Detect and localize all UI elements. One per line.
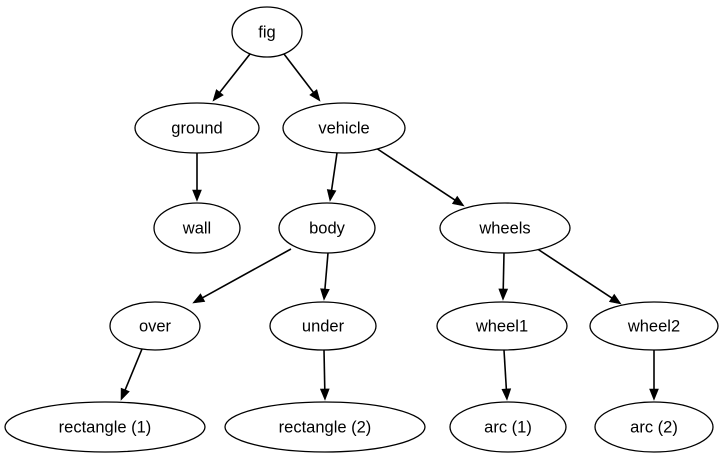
node-ellipse	[589, 301, 719, 351]
graph-edge	[192, 153, 202, 202]
edge-arrowhead	[319, 388, 330, 401]
graph-edge	[319, 349, 330, 401]
node-ellipse	[594, 401, 714, 453]
edge-arrowhead	[501, 388, 512, 401]
edge-line	[123, 348, 143, 392]
graph-edge	[212, 53, 251, 102]
edge-arrowhead	[309, 89, 321, 102]
node-label: body	[309, 219, 346, 237]
edge-arrowhead	[192, 189, 202, 202]
node-label: arc (2)	[630, 418, 678, 436]
edge-line	[324, 252, 329, 291]
node-label: arc (1)	[484, 418, 532, 436]
graph-node-wheel1[interactable]: wheel1	[436, 301, 568, 351]
node-ellipse	[134, 102, 260, 154]
graph-edge	[120, 348, 143, 401]
edge-arrowhead	[608, 293, 622, 305]
graph-node-arc1[interactable]: arc (1)	[449, 401, 567, 453]
edge-line	[200, 248, 292, 300]
node-ellipse	[278, 202, 376, 254]
node-label: fig	[258, 23, 275, 41]
node-ellipse	[153, 202, 241, 254]
graph-node-wheel2[interactable]: wheel2	[589, 301, 719, 351]
graph-node-over[interactable]: over	[109, 301, 201, 351]
node-label: vehicle	[318, 119, 369, 137]
edge-line	[535, 247, 614, 300]
node-layer: fig ground vehicle wall body wheels over under w…	[4, 6, 719, 453]
edge-arrowhead	[192, 293, 206, 304]
graph-edge	[192, 248, 292, 304]
graph-node-wheels[interactable]: wheels	[439, 202, 571, 254]
edge-line	[503, 349, 508, 391]
node-ellipse	[231, 6, 303, 58]
graph-edge	[501, 349, 512, 401]
edge-line	[283, 53, 315, 94]
graph-edge	[498, 252, 509, 301]
graph-node-body[interactable]: body	[278, 202, 376, 254]
node-label: over	[139, 317, 172, 335]
edge-arrowhead	[212, 89, 224, 102]
node-label: rectangle (2)	[279, 418, 372, 436]
node-label: wheel1	[475, 317, 528, 335]
node-label: wheels	[478, 219, 530, 237]
node-label: rectangle (1)	[59, 418, 152, 436]
edge-arrowhead	[326, 189, 337, 202]
graph-node-under[interactable]: under	[269, 301, 377, 351]
node-ellipse	[439, 202, 571, 254]
edge-line	[330, 152, 338, 192]
graph-edge	[375, 147, 465, 207]
graph-edge	[320, 252, 330, 301]
edge-arrowhead	[320, 288, 330, 301]
graph-edge	[535, 247, 622, 305]
graph-node-fig[interactable]: fig	[231, 6, 303, 58]
node-label: under	[302, 317, 345, 335]
edge-arrowhead	[498, 288, 509, 301]
edge-arrowhead	[120, 387, 130, 401]
graph-node-rectangle1[interactable]: rectangle (1)	[4, 401, 206, 453]
node-ellipse	[269, 301, 377, 351]
edge-line	[218, 53, 251, 95]
graph-edge	[326, 152, 338, 202]
graph-node-vehicle[interactable]: vehicle	[282, 102, 406, 154]
node-ellipse	[109, 301, 201, 351]
edge-arrowhead	[649, 388, 659, 401]
node-ellipse	[436, 301, 568, 351]
node-ellipse	[282, 102, 406, 154]
graph-node-wall[interactable]: wall	[153, 202, 241, 254]
edge-line	[502, 252, 505, 291]
node-ellipse	[224, 401, 426, 453]
edge-arrowhead	[451, 195, 465, 207]
graph-node-ground[interactable]: ground	[134, 102, 260, 154]
node-ellipse	[4, 401, 206, 453]
node-ellipse	[449, 401, 567, 453]
node-label: wall	[182, 219, 211, 237]
edge-line	[375, 147, 457, 202]
graph-edge	[649, 350, 659, 401]
graph-node-rectangle2[interactable]: rectangle (2)	[224, 401, 426, 453]
node-label: ground	[171, 119, 222, 137]
graph-node-arc2[interactable]: arc (2)	[594, 401, 714, 453]
edge-line	[323, 349, 326, 391]
node-label: wheel2	[627, 317, 680, 335]
graph-edge	[283, 53, 321, 102]
edge-layer	[120, 53, 659, 401]
